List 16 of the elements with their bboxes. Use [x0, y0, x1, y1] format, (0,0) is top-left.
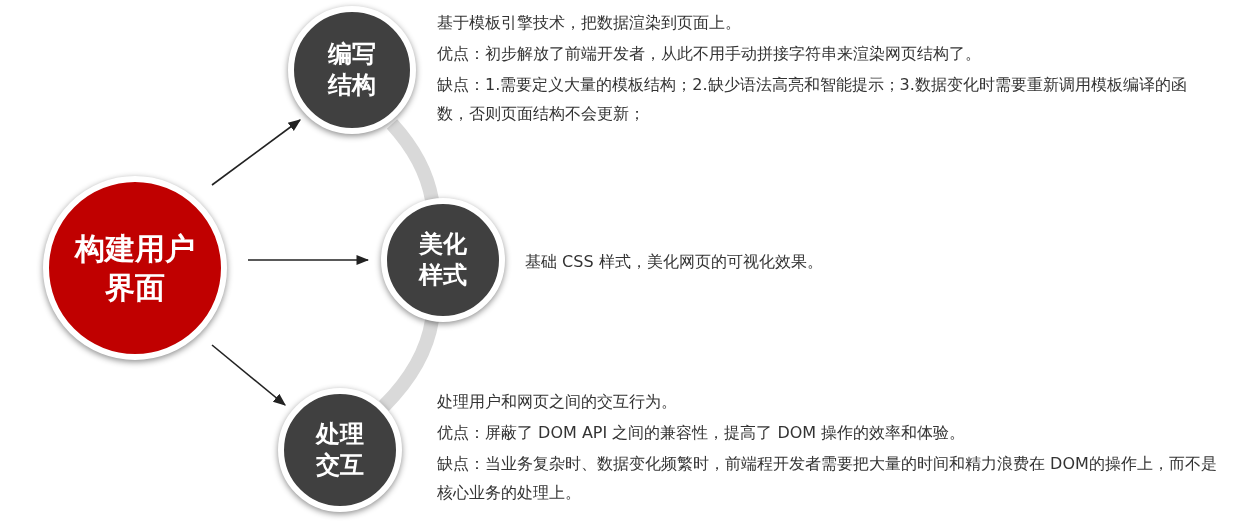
node-label: 美化样式 [417, 228, 468, 291]
arrow [211, 344, 286, 406]
arrow [247, 254, 370, 266]
node-label: 处理交互 [314, 418, 365, 481]
description-text: 优点：初步解放了前端开发者，从此不用手动拼接字符串来渲染网页结构了。 [437, 43, 982, 65]
arrow [211, 119, 302, 186]
description-text: 缺点：1.需要定义大量的模板结构；2.缺少语法高亮和智能提示；3.数据变化时需要重新调用模板编译的函数，否则页面结构不会更新； [437, 74, 1188, 125]
connector-band [378, 318, 439, 411]
node-label: 编写结构 [326, 38, 377, 101]
connector-band [386, 119, 439, 202]
node-label: 构建用户界面 [73, 230, 196, 307]
description-text: 基于模板引擎技术，把数据渲染到页面上。 [437, 12, 742, 34]
description-text: 优点：屏蔽了 DOM API 之间的兼容性，提高了 DOM 操作的效率和体验。 [437, 422, 967, 444]
description-text: 基础 CSS 样式，美化网页的可视化效果。 [525, 251, 824, 273]
description-text: 缺点：当业务复杂时、数据变化频繁时，前端程开发者需要把大量的时间和精力浪费在 DOM的操作上，而不是核心业务的处理上。 [437, 453, 1218, 504]
description-text: 处理用户和网页之间的交互行为。 [437, 391, 678, 413]
